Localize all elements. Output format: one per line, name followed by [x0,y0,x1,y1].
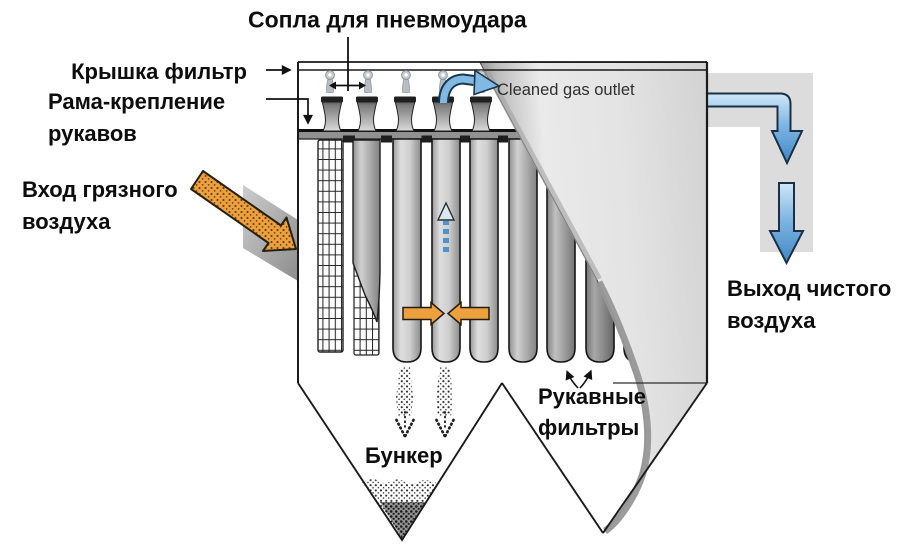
filter-bag [508,138,538,363]
label-bag-filters-line2: фильтры [538,415,639,440]
frame-leader-arrow [266,98,313,125]
falling-dust-stream [395,367,415,438]
label-hopper: Бункер [365,443,443,468]
gas-flow-left-arrow [446,300,490,327]
filter-bag [392,138,422,363]
pulse-air-up-arrow [436,201,456,252]
filter-bag [469,138,499,363]
clean-gas-down-arrow [768,182,805,266]
panel-edge-shadow [482,66,602,281]
clean-gas-elbow-arrow [706,92,804,166]
venturi-nozzles [320,96,493,132]
label-dirty-inlet-line2: воздуха [22,209,111,234]
venturi [320,96,344,132]
clean-gas-curved-arrow [438,69,501,104]
gas-flow-right-arrow [402,300,446,327]
label-bag-filters-line1: Рукавные [538,384,646,409]
label-bag-frame-line2: рукавов [48,121,137,146]
label-cleaned-gas-outlet: Cleaned gas outlet [497,81,635,99]
bag-filters-leader-arrow [565,370,579,389]
label-filter-lid: Крышка фильтр [71,59,247,84]
label-bag-frame-line1: Рама-крепление [48,89,225,114]
venturi [355,96,379,132]
falling-dust-stream [435,367,455,438]
label-clean-outlet-line1: Выход чистого [727,276,891,301]
hopper-left-outline [297,382,503,542]
blow-nozzle [325,70,335,93]
blow-nozzle [363,70,373,93]
label-clean-outlet-line2: воздуха [727,308,816,333]
blow-nozzle [401,70,411,93]
dust-pile [362,478,440,539]
spacing-double-arrow [329,81,366,90]
housing-outline [297,61,709,542]
venturi [393,96,417,132]
label-nozzles-title: Сопла для пневмоудара [248,7,527,33]
panel-curve-band [595,280,652,534]
label-leaders [266,65,593,389]
venturi [469,96,493,132]
filter-cage [317,139,344,353]
label-dirty-inlet-line1: Вход грязного [22,177,178,202]
bag-fabric-on-cage [352,139,381,323]
bag-filters-leader-arrow [579,369,593,389]
dirty-air-inlet-arrow [190,170,297,252]
